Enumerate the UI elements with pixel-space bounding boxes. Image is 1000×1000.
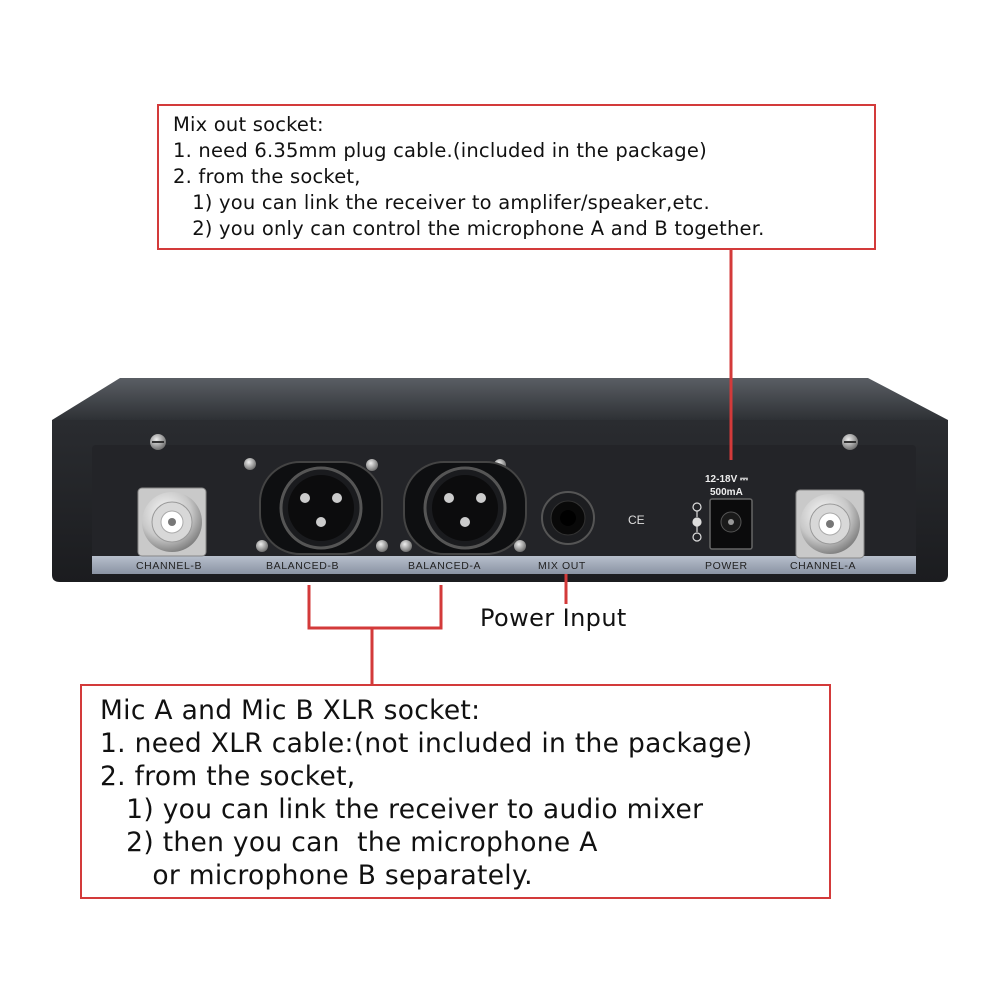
mix-out-jack[interactable] — [541, 491, 595, 545]
power-input-label: Power Input — [478, 604, 629, 632]
current-spec: 500mA — [710, 487, 743, 498]
mix-out-callout-line: 2. from the socket, — [173, 165, 361, 188]
power-label: POWER — [705, 560, 748, 572]
mix-out-label: MIX OUT — [538, 560, 586, 572]
dc-power-jack[interactable] — [709, 498, 753, 550]
mix-out-callout-line: 1. need 6.35mm plug cable.(included in t… — [173, 139, 707, 162]
xlr-socket-callout: Mic A and Mic B XLR socket: 1. need XLR … — [80, 684, 831, 899]
bnc-antenna-connector-b[interactable] — [137, 487, 207, 557]
screw-icon — [244, 458, 526, 552]
mix-out-callout-line: 1) you can link the receiver to amplifer… — [173, 191, 710, 214]
mix-out-callout: Mix out socket: 1. need 6.35mm plug cabl… — [157, 104, 876, 250]
bnc-antenna-connector-a[interactable] — [795, 489, 865, 559]
screw-icon — [842, 434, 858, 450]
polarity-icon — [692, 502, 702, 542]
voltage-spec: 12-18V ⎓ — [705, 474, 748, 485]
xlr-socket-balanced-b[interactable] — [259, 461, 383, 555]
balanced-a-label: BALANCED-A — [408, 560, 481, 572]
mix-out-callout-line: Mix out socket: — [173, 113, 324, 136]
xlr-callout-line: 2. from the socket, — [100, 761, 356, 792]
xlr-callout-line: Mic A and Mic B XLR socket: — [100, 695, 481, 726]
xlr-pointer-bracket — [307, 585, 443, 684]
channel-b-label: CHANNEL-B — [136, 560, 202, 572]
xlr-callout-line: or microphone B separately. — [100, 860, 533, 891]
ce-mark: CE — [628, 513, 645, 527]
xlr-socket-balanced-a[interactable] — [403, 461, 527, 555]
xlr-callout-line: 2) then you can the microphone A — [100, 827, 598, 858]
screw-icon — [150, 434, 166, 450]
balanced-b-label: BALANCED-B — [266, 560, 339, 572]
mix-out-callout-line: 2) you only can control the microphone A… — [173, 217, 765, 240]
channel-a-label: CHANNEL-A — [790, 560, 856, 572]
xlr-callout-line: 1) you can link the receiver to audio mi… — [100, 794, 704, 825]
xlr-callout-line: 1. need XLR cable:(not included in the p… — [100, 728, 753, 759]
